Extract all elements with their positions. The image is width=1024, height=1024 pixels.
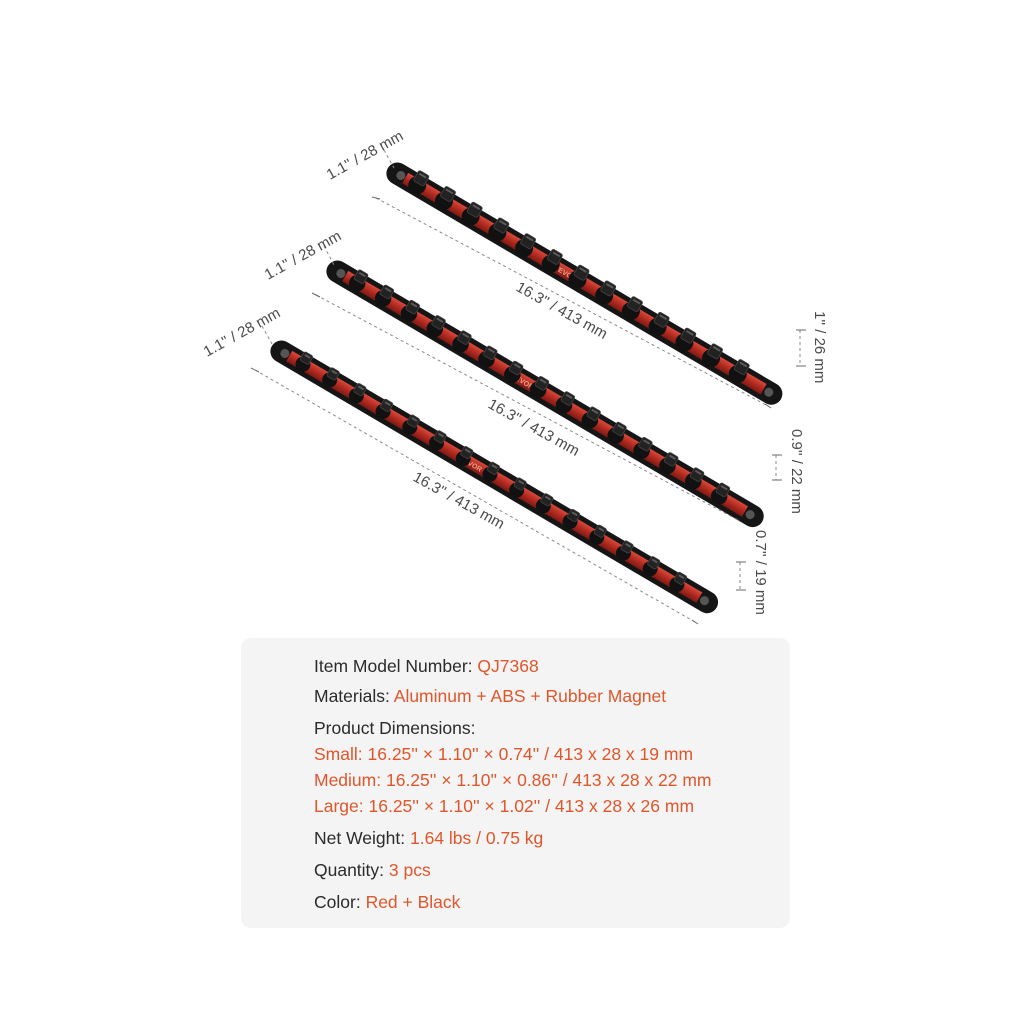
quantity-row: Quantity: 3 pcs xyxy=(314,859,431,881)
socket-clip xyxy=(595,280,617,305)
socket-clip xyxy=(504,360,524,383)
socket-clip xyxy=(633,436,653,459)
small-value: 16.25'' × 1.10'' × 0.74'' / 413 x 28 x 1… xyxy=(367,744,694,764)
socket-clip xyxy=(607,421,627,444)
large-value: 16.25'' × 1.10'' × 1.02'' / 413 x 28 x 2… xyxy=(368,796,695,816)
medium-dimensions-row: Medium: 16.25'' × 1.10'' × 0.86'' / 413 … xyxy=(314,769,712,791)
socket-clips xyxy=(408,170,750,383)
mount-hole xyxy=(336,269,346,279)
large-height-label: 1'' / 26 mm xyxy=(811,311,828,383)
socket-clip xyxy=(402,414,420,435)
socket-clips xyxy=(348,269,731,505)
model-row: Item Model Number: QJ7368 xyxy=(314,655,539,677)
materials-row: Materials: Aluminum + ABS + Rubber Magne… xyxy=(314,685,666,707)
small-height-label: 0.7'' / 19 mm xyxy=(752,530,769,615)
socket-clip xyxy=(461,201,483,226)
socket-clip xyxy=(541,249,563,273)
socket-clip xyxy=(581,406,601,429)
socket-clip xyxy=(529,376,550,398)
socket-clip xyxy=(482,461,500,482)
socket-clip xyxy=(408,170,430,195)
socket-clip xyxy=(455,446,474,467)
socket-clip xyxy=(621,296,643,321)
socket-clip xyxy=(568,264,590,289)
dimensions-heading: Product Dimensions: xyxy=(314,718,476,738)
socket-clip xyxy=(702,343,723,368)
socket-clip xyxy=(452,330,472,353)
socket-clip xyxy=(434,186,456,210)
medium-socket-bar: VEVOR xyxy=(326,260,764,528)
socket-clip xyxy=(426,315,446,338)
socket-clip xyxy=(488,217,510,242)
socket-clip xyxy=(710,482,731,505)
large-label: Large: xyxy=(314,796,364,816)
materials-label: Materials: xyxy=(314,686,390,706)
socket-clip xyxy=(659,452,679,475)
quantity-value: 3 pcs xyxy=(388,860,431,880)
socket-clip xyxy=(642,556,661,577)
socket-clip xyxy=(562,508,581,530)
socket-clip xyxy=(400,299,420,322)
medium-value: 16.25'' × 1.10'' × 0.86'' / 413 x 28 x 2… xyxy=(385,770,712,790)
mount-hole xyxy=(745,510,755,520)
mount-hole xyxy=(699,596,709,606)
mount-hole xyxy=(396,171,406,181)
socket-clip xyxy=(685,467,705,490)
medium-height-label: 0.9'' / 22 mm xyxy=(788,429,805,514)
socket-clip xyxy=(295,351,314,372)
small-dimensions-row: Small: 16.25'' × 1.10'' × 0.74'' / 413 x… xyxy=(314,743,693,765)
socket-clip xyxy=(348,269,369,292)
socket-clip xyxy=(728,359,750,383)
socket-clip xyxy=(669,571,687,592)
color-row: Color: Red + Black xyxy=(314,891,460,913)
quantity-label: Quantity: xyxy=(314,860,385,880)
socket-clips xyxy=(295,351,687,592)
spec-card: Item Model Number: QJ7368 Materials: Alu… xyxy=(241,638,790,928)
large-socket-bar: VEVOR xyxy=(386,162,783,405)
large-dimensions-row: Large: 16.25'' × 1.10'' × 1.02'' / 413 x… xyxy=(314,795,694,817)
mount-hole xyxy=(280,349,290,359)
socket-clip xyxy=(478,345,498,368)
materials-value: Aluminum + ABS + Rubber Magnet xyxy=(393,686,667,706)
product-figure: VEVOR VEVOR VEVOR 16.3'' / 413 mm 1.1'' … xyxy=(201,127,828,625)
socket-clip xyxy=(555,391,576,414)
medium-label: Medium: xyxy=(314,770,382,790)
socket-clip xyxy=(374,284,395,307)
model-value: QJ7368 xyxy=(477,656,539,676)
weight-label: Net Weight: xyxy=(314,828,406,848)
socket-clip xyxy=(322,367,340,388)
socket-clip xyxy=(615,540,634,561)
small-socket-bar: VEVOR xyxy=(270,340,719,614)
color-label: Color: xyxy=(314,892,361,912)
socket-clip xyxy=(675,327,697,352)
socket-clip xyxy=(535,493,554,514)
mount-hole xyxy=(764,387,774,397)
weight-value: 1.64 lbs / 0.75 kg xyxy=(409,828,544,848)
socket-clip xyxy=(375,398,394,419)
weight-row: Net Weight: 1.64 lbs / 0.75 kg xyxy=(314,827,543,849)
small-label: Small: xyxy=(314,744,363,764)
socket-clip xyxy=(509,477,527,498)
color-value: Red + Black xyxy=(365,892,461,912)
socket-clip xyxy=(589,524,607,545)
socket-clip xyxy=(429,430,447,451)
socket-clip xyxy=(515,233,537,258)
socket-clip xyxy=(648,311,670,336)
model-label: Item Model Number: xyxy=(314,656,473,676)
socket-clip xyxy=(348,383,367,404)
